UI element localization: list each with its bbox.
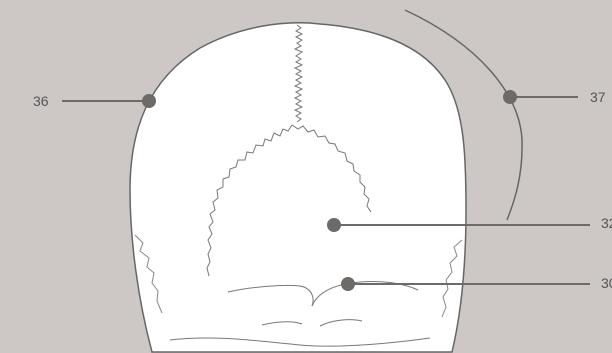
pointer-dot-32 <box>327 218 341 232</box>
pointer-dot-37 <box>503 90 517 104</box>
callout-label-36: 36 <box>33 93 49 109</box>
pointer-dot-30 <box>341 277 355 291</box>
pointer-dot-36 <box>142 94 156 108</box>
callout-label-37: 37 <box>590 89 606 105</box>
callout-label-30: 30 <box>601 275 612 291</box>
callout-label-32: 32 <box>601 215 612 231</box>
